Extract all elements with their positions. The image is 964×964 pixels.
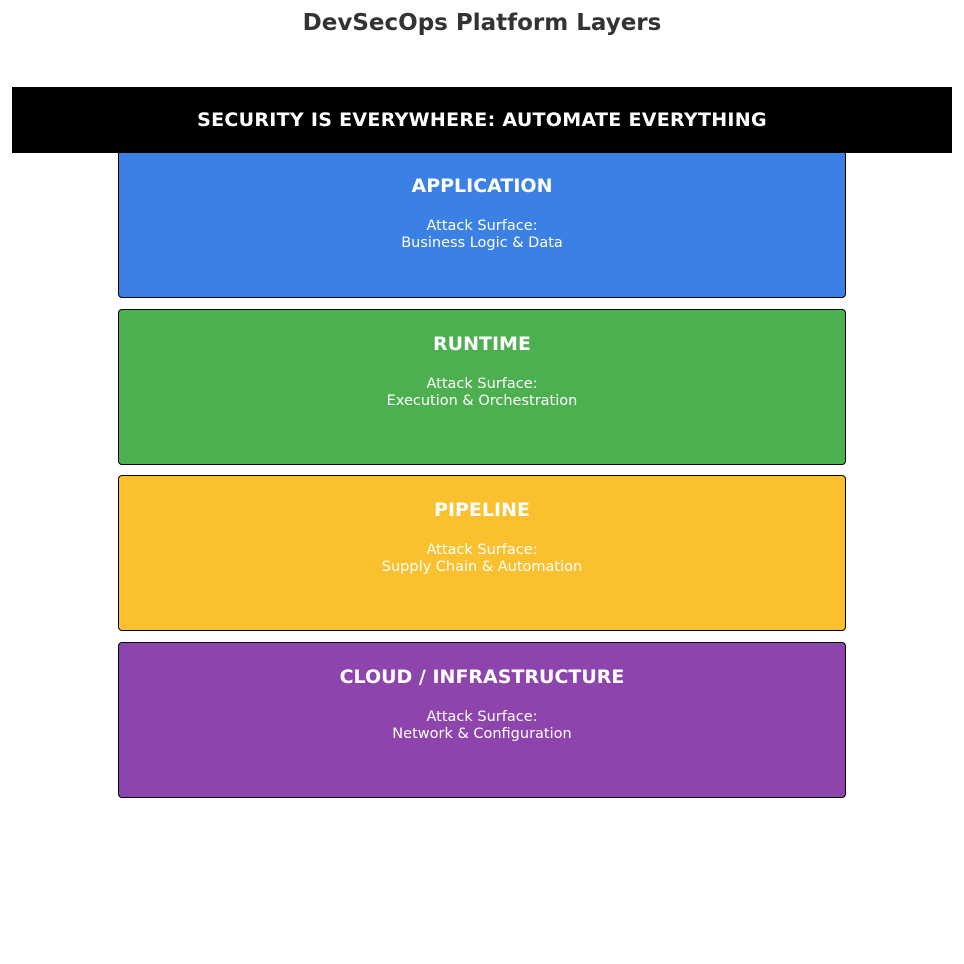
diagram-title: DevSecOps Platform Layers <box>302 10 662 36</box>
attack-surface-value: Business Logic & Data <box>401 235 563 251</box>
attack-surface-label: Attack Surface: <box>426 218 538 234</box>
layer-description: Attack Surface: Business Logic & Data <box>119 218 845 252</box>
layer-runtime: RUNTIME Attack Surface: Execution & Orch… <box>118 309 846 465</box>
layer-name: CLOUD / INFRASTRUCTURE <box>339 666 625 688</box>
security-banner: SECURITY IS EVERYWHERE: AUTOMATE EVERYTH… <box>12 87 952 153</box>
layer-name: APPLICATION <box>411 175 553 197</box>
attack-surface-label: Attack Surface: <box>426 376 538 392</box>
layer-description: Attack Surface: Network & Configuration <box>119 709 845 743</box>
layer-name: RUNTIME <box>433 333 531 355</box>
layer-application: APPLICATION Attack Surface: Business Log… <box>118 142 846 298</box>
attack-surface-value: Network & Configuration <box>392 726 572 742</box>
layer-name: PIPELINE <box>434 499 530 521</box>
attack-surface-value: Supply Chain & Automation <box>381 559 583 575</box>
attack-surface-value: Execution & Orchestration <box>386 393 578 409</box>
layer-cloud-infrastructure: CLOUD / INFRASTRUCTURE Attack Surface: N… <box>118 642 846 798</box>
layer-pipeline: PIPELINE Attack Surface: Supply Chain & … <box>118 475 846 631</box>
attack-surface-label: Attack Surface: <box>426 709 538 725</box>
attack-surface-label: Attack Surface: <box>426 542 538 558</box>
layer-description: Attack Surface: Supply Chain & Automatio… <box>119 542 845 576</box>
layer-description: Attack Surface: Execution & Orchestratio… <box>119 376 845 410</box>
